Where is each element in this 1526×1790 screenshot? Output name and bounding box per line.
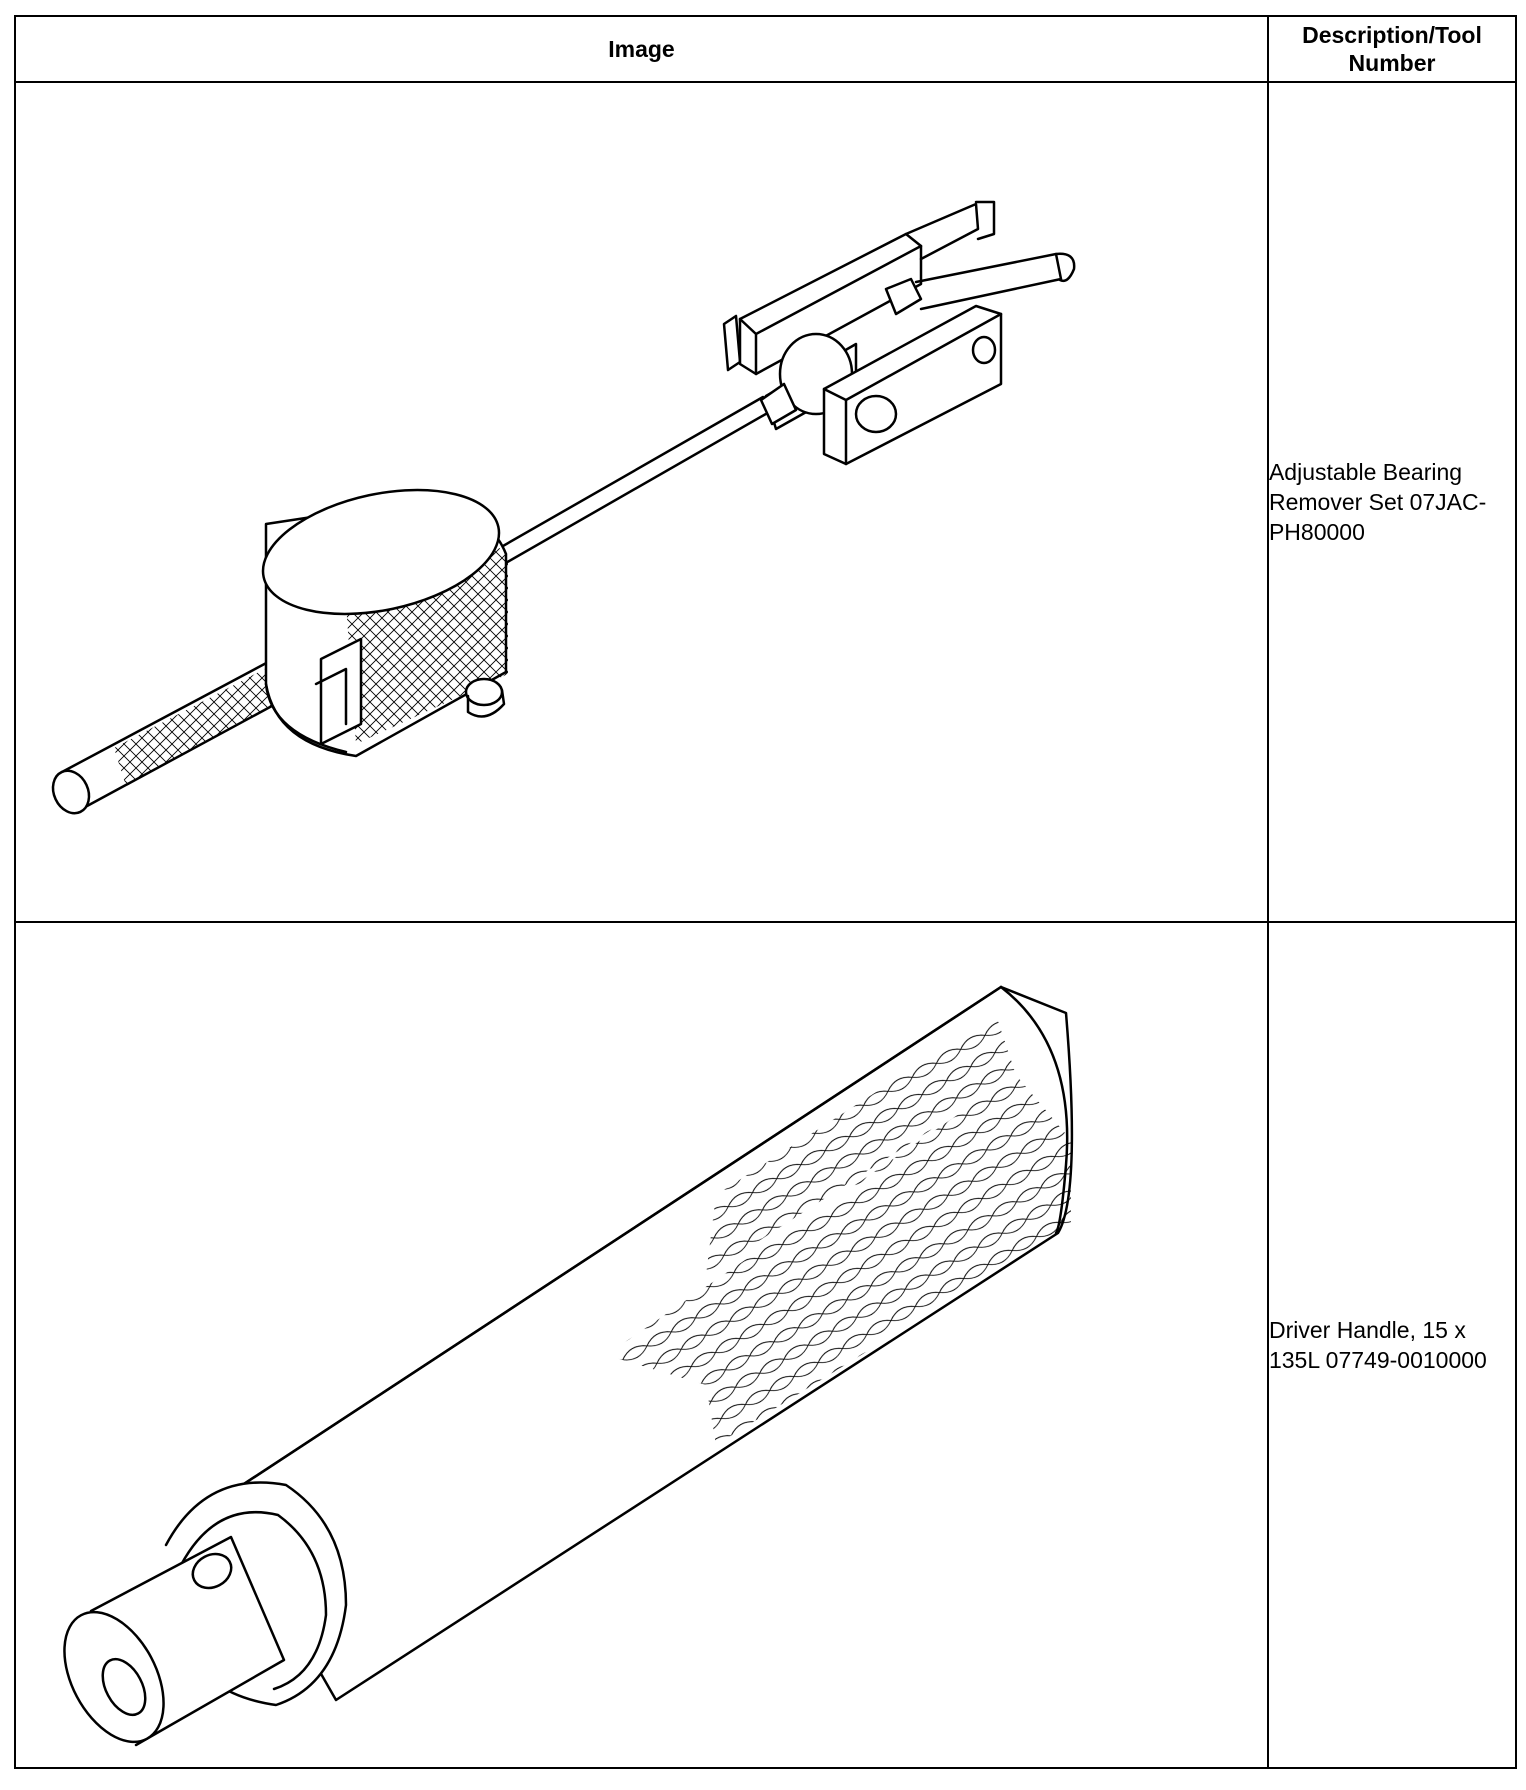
header-description: Description/Tool Number: [1266, 15, 1518, 83]
table-row: Driver Handle, 15 x 135L 07749-0010000: [14, 921, 1518, 1769]
bearing-remover-set-illustration: [52, 200, 1076, 815]
table-row: Adjustable Bearing Remover Set 07JAC-PH8…: [14, 81, 1518, 923]
image-cell: [14, 921, 1269, 1769]
driver-handle-illustration: [63, 985, 1074, 1747]
header-image: Image: [14, 15, 1269, 83]
image-cell: [14, 81, 1269, 923]
special-tools-table: Image Description/Tool Number: [14, 15, 1518, 1769]
header-row: Image Description/Tool Number: [14, 15, 1518, 83]
tool-description: Driver Handle, 15 x 135L 07749-0010000: [1266, 921, 1518, 1769]
tool-description: Adjustable Bearing Remover Set 07JAC-PH8…: [1266, 81, 1518, 923]
